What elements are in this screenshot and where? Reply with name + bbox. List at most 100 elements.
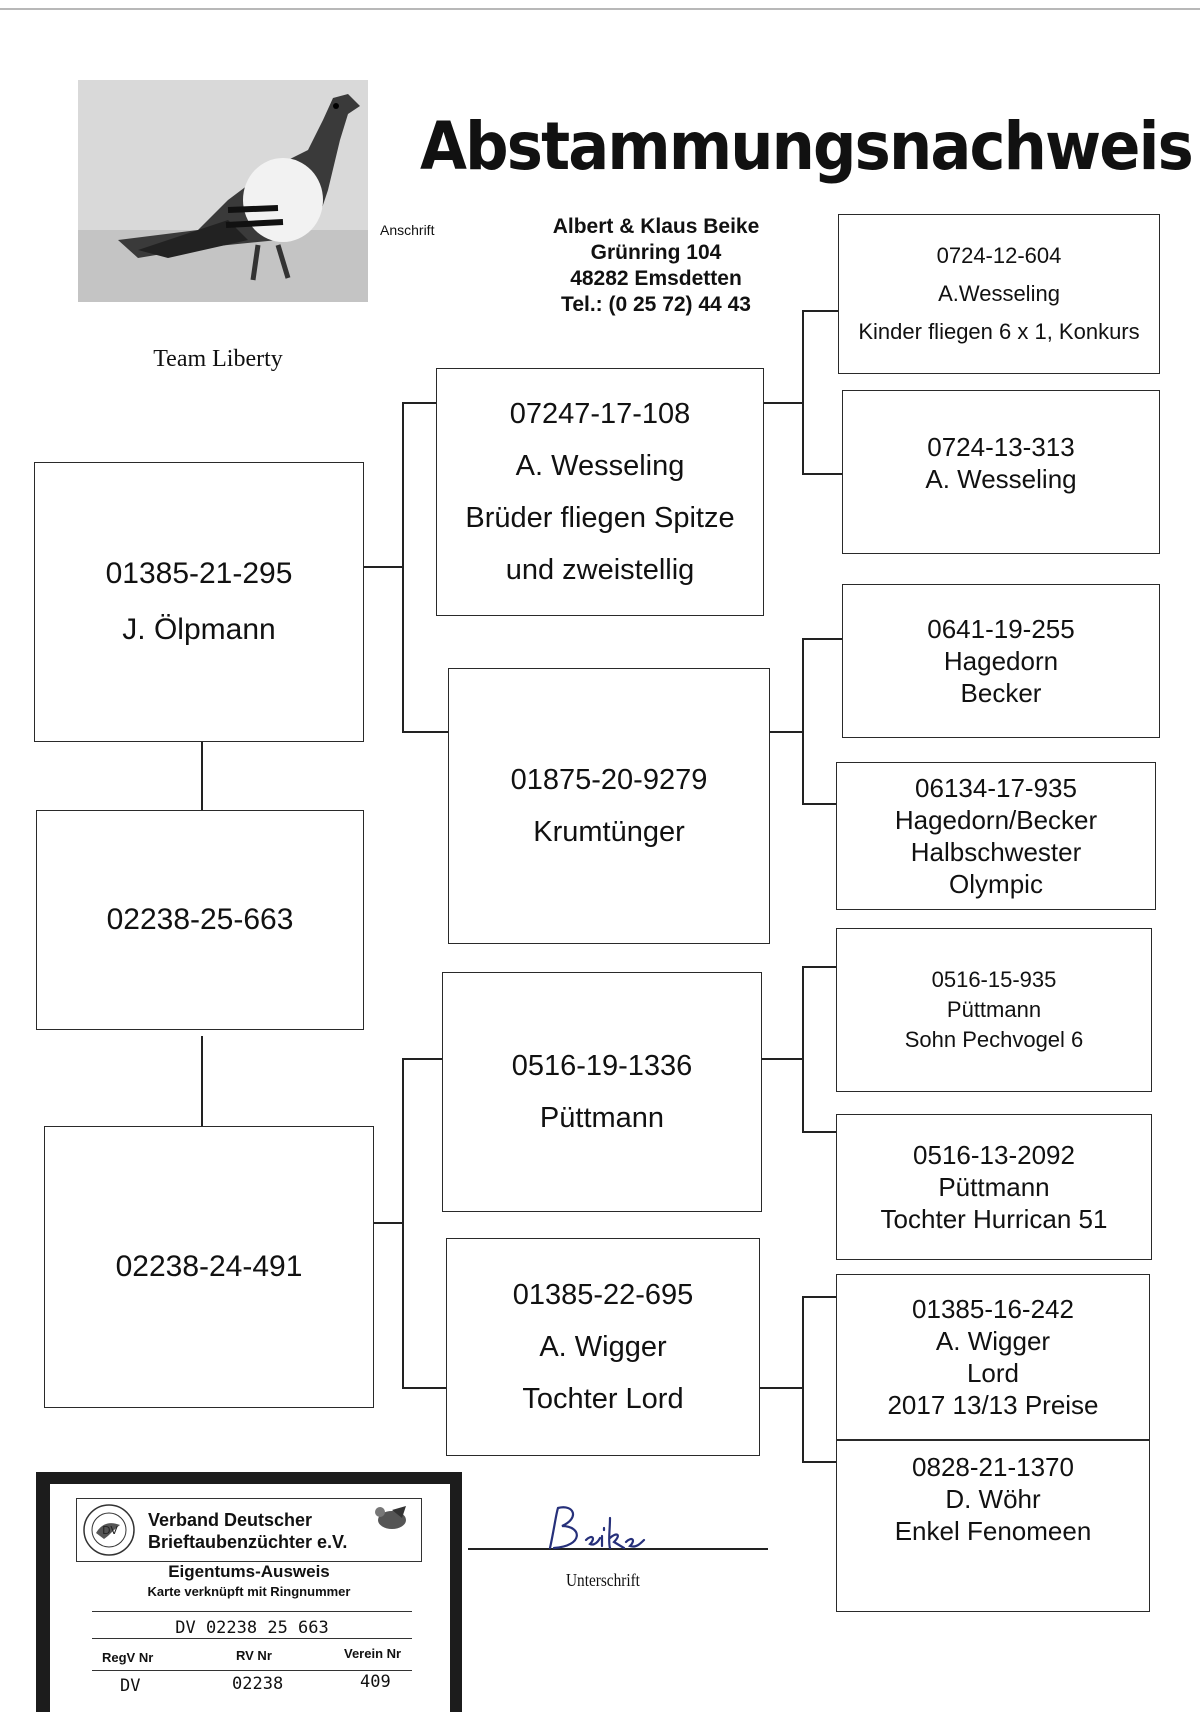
connector-line	[802, 1461, 836, 1463]
card-rule	[92, 1670, 412, 1671]
card-column-value: DV	[120, 1676, 141, 1696]
sire-sire-line: 07247-17-108	[509, 398, 691, 430]
great-grandparent-box: 0828-21-1370 D. Wöhr Enkel Fenomeen	[836, 1440, 1150, 1612]
address-label: Anschrift	[380, 222, 435, 238]
sire-dam-line: 01875-20-9279	[510, 764, 708, 796]
document-title: Abstammungsnachweis	[420, 108, 1194, 185]
card-column-label: Verein Nr	[344, 1646, 402, 1661]
page-top-border	[0, 8, 1200, 10]
dam-box: 02238-24-491	[44, 1126, 374, 1408]
dam-dam-line: Tochter Lord	[522, 1383, 684, 1415]
ggp-line: Lord	[966, 1358, 1020, 1388]
great-grandparent-box: 01385-16-242 A. Wigger Lord 2017 13/13 P…	[836, 1274, 1150, 1440]
great-grandparent-box: 0516-15-935 Püttmann Sohn Pechvogel 6	[836, 928, 1152, 1092]
connector-line	[402, 1387, 446, 1389]
connector-line	[802, 966, 836, 968]
ggp-line: Halbschwester	[910, 837, 1082, 867]
connector-line	[802, 638, 842, 640]
ggp-line: 0516-15-935	[931, 967, 1057, 992]
connector-line	[402, 402, 404, 732]
sire-sire-line: und zweistellig	[505, 554, 695, 586]
connector-line	[802, 1131, 836, 1133]
connector-line	[201, 1036, 203, 1126]
dam-sire-line: 0516-19-1336	[511, 1050, 693, 1082]
pigeon-icon	[375, 1506, 406, 1529]
connector-line	[402, 1058, 404, 1388]
svg-text:DV: DV	[102, 1524, 118, 1537]
ggp-line: Hagedorn/Becker	[894, 805, 1098, 835]
address-line: Albert & Klaus Beike	[552, 215, 760, 238]
ggp-line: Kinder fliegen 6 x 1, Konkurs	[858, 319, 1140, 344]
ggp-line: 2017 13/13 Preise	[887, 1390, 1099, 1420]
card-rule	[92, 1638, 412, 1639]
vdb-seal-icon: DV	[83, 1504, 135, 1556]
ggp-line: 01385-16-242	[912, 1294, 1074, 1324]
ggp-line: Tochter Hurrican 51	[880, 1204, 1108, 1234]
photo-caption: Team Liberty	[153, 346, 283, 372]
ggp-line: 0641-19-255	[927, 614, 1075, 644]
connector-line	[770, 731, 802, 733]
card-column-label: RegV Nr	[102, 1650, 154, 1665]
sire-breeder: J. Ölpmann	[122, 613, 276, 646]
connector-line	[802, 803, 836, 805]
connector-line	[402, 731, 448, 733]
card-subtitle: Karte verknüpft mit Ringnummer	[147, 1584, 351, 1599]
dam-ring: 02238-24-491	[115, 1250, 303, 1283]
sire-sire-line: A. Wesseling	[515, 450, 685, 482]
connector-line	[402, 402, 436, 404]
ggp-line: 06134-17-935	[915, 773, 1077, 803]
dam-dam-line: A. Wigger	[539, 1331, 667, 1363]
connector-line	[802, 966, 804, 1132]
great-grandparent-box: 0724-13-313 A. Wesseling	[842, 390, 1160, 554]
breeder-address: Albert & Klaus Beike Grünring 104 48282 …	[520, 214, 792, 318]
address-line: 48282 Emsdetten	[570, 267, 742, 290]
connector-line	[402, 1058, 442, 1060]
great-grandparent-box: 0641-19-255 Hagedorn Becker	[842, 584, 1160, 738]
sire-box: 01385-21-295 J. Ölpmann	[34, 462, 364, 742]
ggp-line: Sohn Pechvogel 6	[904, 1027, 1084, 1052]
card-column-value: 409	[360, 1672, 391, 1692]
ggp-line: Becker	[960, 678, 1042, 708]
ggp-line: A. Wesseling	[925, 464, 1077, 494]
connector-line	[760, 1387, 802, 1389]
sire-sire-box: 07247-17-108 A. Wesseling Brüder fliegen…	[436, 368, 764, 616]
ggp-line: 0724-12-604	[936, 243, 1062, 268]
organization-name: Brieftaubenzüchter e.V.	[148, 1532, 348, 1552]
subject-box: 02238-25-663	[36, 810, 364, 1030]
dam-dam-box: 01385-22-695 A. Wigger Tochter Lord	[446, 1238, 760, 1456]
pigeon-photo	[78, 80, 368, 302]
connector-line	[374, 1222, 402, 1224]
connector-line	[364, 566, 402, 568]
ggp-line: A.Wesseling	[938, 281, 1060, 306]
subject-ring: 02238-25-663	[106, 903, 294, 936]
connector-line	[802, 310, 838, 312]
ggp-line: 0516-13-2092	[913, 1140, 1075, 1170]
ggp-line: Püttmann	[946, 997, 1042, 1022]
ggp-line: A. Wigger	[935, 1326, 1051, 1356]
signature-label: Unterschrift	[566, 1570, 640, 1590]
card-rule	[92, 1611, 412, 1612]
handwritten-signature	[548, 1506, 646, 1550]
connector-line	[201, 742, 203, 810]
sire-dam-line: Krumtünger	[533, 816, 685, 848]
ggp-line: D. Wöhr	[945, 1484, 1041, 1514]
dam-sire-line: Püttmann	[539, 1102, 665, 1134]
sire-ring: 01385-21-295	[105, 557, 293, 590]
ggp-line: 0828-21-1370	[912, 1452, 1074, 1482]
ggp-line: Enkel Fenomeen	[894, 1516, 1092, 1546]
card-column-label: RV Nr	[236, 1648, 272, 1663]
ggp-line: Püttmann	[938, 1172, 1050, 1202]
great-grandparent-box: 0516-13-2092 Püttmann Tochter Hurrican 5…	[836, 1114, 1152, 1260]
connector-line	[802, 1296, 804, 1462]
connector-line	[802, 473, 842, 475]
card-ring-number: DV 02238 25 663	[175, 1618, 329, 1638]
great-grandparent-box: 06134-17-935 Hagedorn/Becker Halbschwest…	[836, 762, 1156, 910]
organization-name: Verband Deutscher	[148, 1510, 313, 1530]
ggp-line: Olympic	[949, 869, 1043, 899]
ggp-line: Hagedorn	[943, 646, 1059, 676]
sire-sire-line: Brüder fliegen Spitze	[465, 502, 735, 534]
address-line: Tel.: (0 25 72) 44 43	[561, 293, 751, 316]
address-line: Grünring 104	[590, 241, 722, 264]
connector-line	[802, 310, 804, 474]
great-grandparent-box: 0724-12-604 A.Wesseling Kinder fliegen 6…	[838, 214, 1160, 374]
